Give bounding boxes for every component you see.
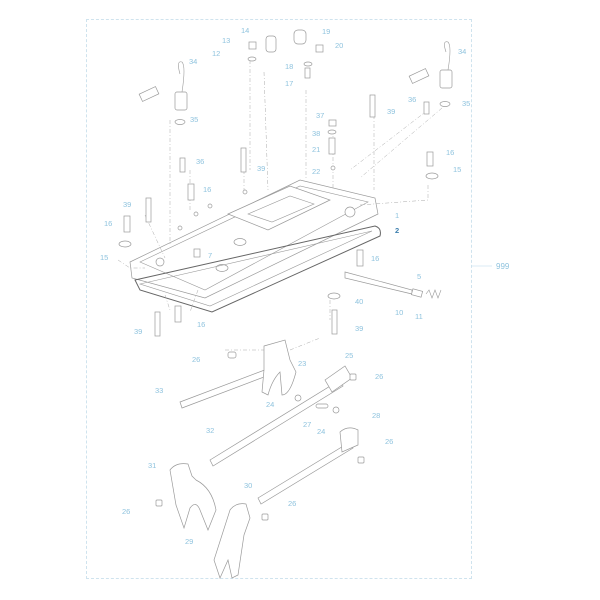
callout-16-right[interactable]: 16 <box>446 148 455 157</box>
callout-30[interactable]: 30 <box>244 481 253 490</box>
callout-12[interactable]: 12 <box>212 49 221 58</box>
gasket <box>134 225 381 313</box>
callout-26-c[interactable]: 26 <box>385 437 394 446</box>
callout-33[interactable]: 33 <box>155 386 164 395</box>
callout-26-e[interactable]: 26 <box>122 507 131 516</box>
callout-20[interactable]: 20 <box>335 41 344 50</box>
fasteners <box>118 29 439 337</box>
callout-15-right[interactable]: 15 <box>453 165 462 174</box>
callout-39-bottom-right[interactable]: 39 <box>355 324 364 333</box>
sensor-left <box>138 61 188 125</box>
callout-19[interactable]: 19 <box>322 27 331 36</box>
callout-39-mid[interactable]: 39 <box>257 164 266 173</box>
callout-22[interactable]: 22 <box>312 167 321 176</box>
callout-16-mid[interactable]: 16 <box>203 185 212 194</box>
callout-1[interactable]: 1 <box>395 211 400 220</box>
callout-35-left[interactable]: 35 <box>190 115 199 124</box>
callout-7[interactable]: 7 <box>208 251 213 260</box>
callout-35-right[interactable]: 35 <box>462 99 471 108</box>
callout-16-gasket[interactable]: 16 <box>371 254 380 263</box>
callout-16-left[interactable]: 16 <box>104 219 113 228</box>
callout-37[interactable]: 37 <box>316 111 325 120</box>
callout-32[interactable]: 32 <box>206 426 215 435</box>
callout-38[interactable]: 38 <box>312 129 321 138</box>
callout-15-left[interactable]: 15 <box>100 253 109 262</box>
detent-assembly <box>344 271 442 299</box>
callout-10[interactable]: 10 <box>395 308 404 317</box>
callout-16-bottom[interactable]: 16 <box>197 320 206 329</box>
callout-24-a[interactable]: 24 <box>266 400 275 409</box>
callout-28[interactable]: 28 <box>372 411 381 420</box>
shift-forks <box>169 339 359 579</box>
cover-plate <box>129 179 379 299</box>
callout-40[interactable]: 40 <box>355 297 364 306</box>
callout-26-b[interactable]: 26 <box>375 372 384 381</box>
small-parts <box>155 351 365 521</box>
callout-31[interactable]: 31 <box>148 461 157 470</box>
assembly-frame <box>86 19 472 579</box>
callout-24-b[interactable]: 24 <box>317 427 326 436</box>
assembly-callout-999[interactable]: 999 <box>496 262 510 271</box>
callout-26-a[interactable]: 26 <box>192 355 201 364</box>
callout-21[interactable]: 21 <box>312 145 321 154</box>
callout-39-bottom-left[interactable]: 39 <box>134 327 143 336</box>
callout-39-top[interactable]: 39 <box>387 107 396 116</box>
callout-23[interactable]: 23 <box>298 359 307 368</box>
callout-34-right[interactable]: 34 <box>458 47 467 56</box>
callout-13[interactable]: 13 <box>222 36 231 45</box>
callout-29[interactable]: 29 <box>185 537 194 546</box>
sensor-right <box>408 41 453 107</box>
callout-14[interactable]: 14 <box>241 26 250 35</box>
shift-rails <box>179 367 354 505</box>
callout-11[interactable]: 11 <box>415 312 423 321</box>
callout-27[interactable]: 27 <box>303 420 312 429</box>
callout-5[interactable]: 5 <box>417 272 422 281</box>
callout-39-left[interactable]: 39 <box>123 200 132 209</box>
callout-2[interactable]: 2 <box>395 226 400 235</box>
callout-17[interactable]: 17 <box>285 79 294 88</box>
callout-36-top[interactable]: 36 <box>408 95 417 104</box>
callout-34-left[interactable]: 34 <box>189 57 198 66</box>
callout-25[interactable]: 25 <box>345 351 354 360</box>
callout-18[interactable]: 18 <box>285 62 294 71</box>
callout-36-left[interactable]: 36 <box>196 157 205 166</box>
callout-26-d[interactable]: 26 <box>288 499 297 508</box>
